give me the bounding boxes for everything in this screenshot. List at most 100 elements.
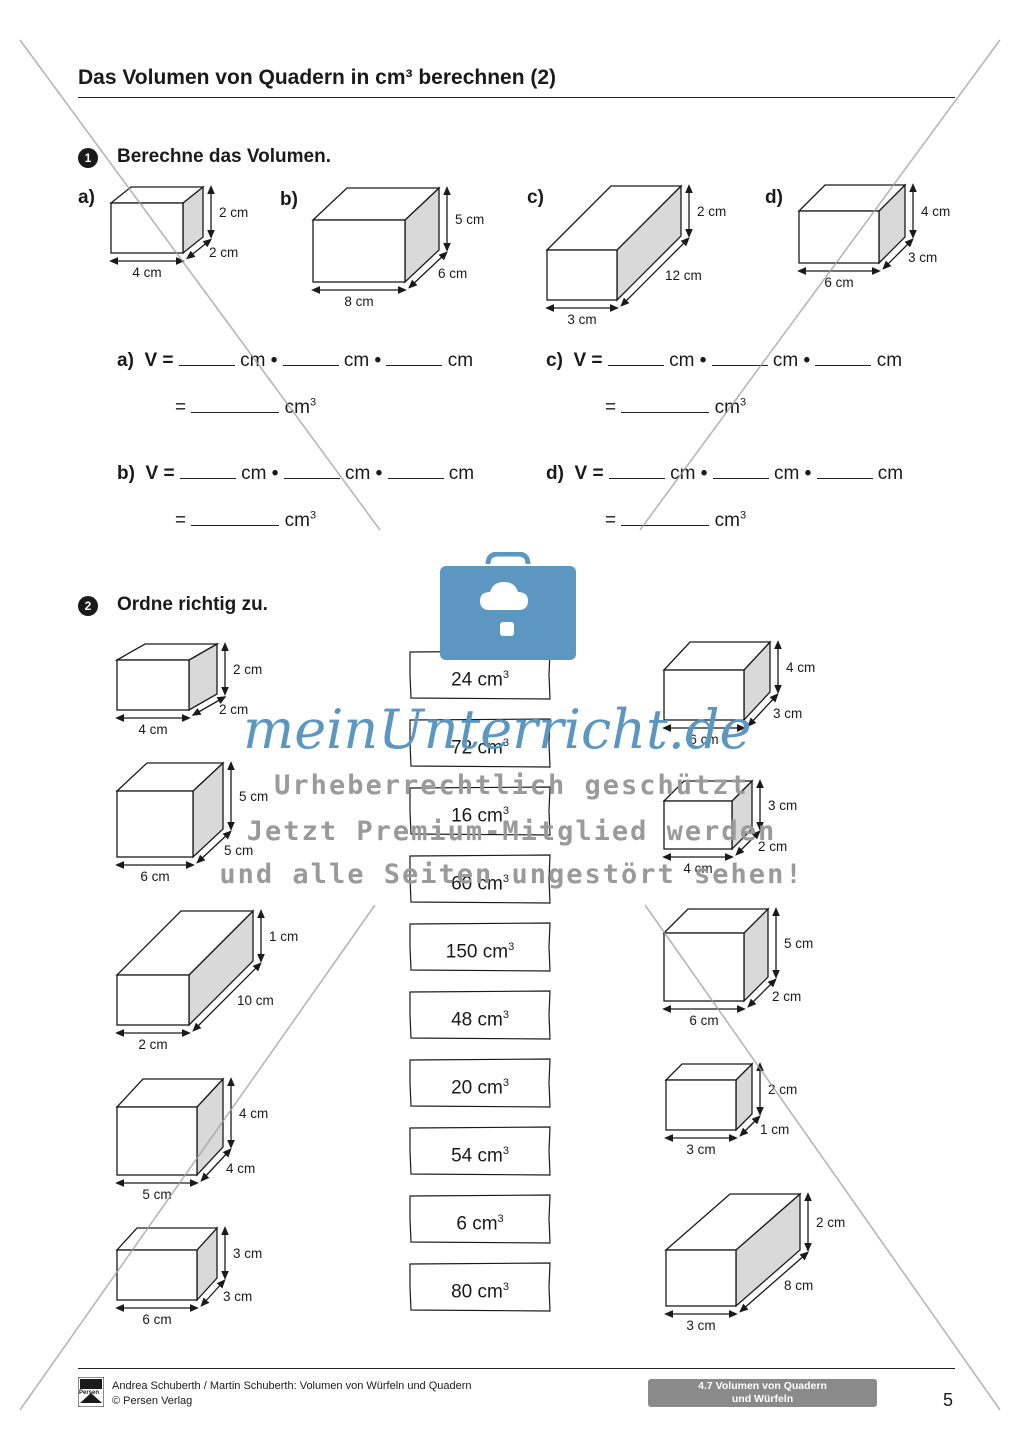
right-cuboid-4: 2 cm1 cm3 cm	[664, 1062, 797, 1157]
cube-exponent: 3	[502, 873, 509, 885]
width-label: 6 cm	[140, 869, 169, 884]
eq-unit: cm	[714, 510, 740, 531]
result-blank[interactable]	[191, 396, 280, 413]
eq-unit: cm	[669, 350, 695, 371]
volume-card[interactable]: 20 cm3	[409, 1058, 551, 1108]
result-a: = cm3	[175, 396, 316, 419]
volume-value: 80 cm	[451, 1281, 503, 1303]
width-label: 3 cm	[567, 312, 596, 327]
answer-blank[interactable]	[282, 349, 339, 366]
cuboid-front-face	[116, 659, 190, 711]
volume-card[interactable]: 80 cm3	[409, 1262, 551, 1312]
answer-blank[interactable]	[386, 349, 443, 366]
cuboid-front-face	[116, 974, 190, 1026]
width-label: 2 cm	[138, 1037, 167, 1052]
watermark-brand: meinUnterricht.de	[243, 698, 752, 761]
width-label: 6 cm	[689, 732, 718, 747]
section-badge-line-2: und Würfeln	[731, 1393, 794, 1405]
cube-exponent: 3	[740, 396, 747, 409]
card-torn-border	[409, 1126, 551, 1176]
answer-blank[interactable]	[712, 462, 769, 479]
result-blank[interactable]	[621, 396, 710, 413]
figure-label-b: b)	[280, 189, 298, 210]
card-torn-border	[409, 1058, 551, 1108]
cuboid-front-face	[663, 800, 733, 850]
eq-equals: =	[175, 397, 187, 418]
result-blank[interactable]	[621, 509, 710, 526]
eq-dot: •	[374, 350, 382, 371]
eq-unit: cm	[284, 397, 310, 418]
equation-c: c) V = cm • cm • cm	[546, 349, 902, 372]
figure-label-a: a)	[78, 187, 95, 208]
depth-label: 8 cm	[784, 1278, 813, 1293]
height-label: 5 cm	[455, 212, 484, 227]
width-label: 6 cm	[824, 275, 853, 290]
volume-card[interactable]: 150 cm3	[409, 922, 551, 972]
answer-blank[interactable]	[607, 349, 664, 366]
height-label: 3 cm	[768, 798, 797, 813]
height-label: 2 cm	[697, 204, 726, 219]
cuboid-front-face	[116, 1106, 198, 1176]
depth-arrow	[191, 696, 227, 716]
width-label: 6 cm	[689, 1013, 718, 1028]
eq-equals: =	[175, 510, 187, 531]
depth-label: 1 cm	[760, 1122, 789, 1137]
answer-blank[interactable]	[179, 462, 236, 479]
answer-blank[interactable]	[711, 349, 768, 366]
width-label: 3 cm	[686, 1318, 715, 1333]
depth-arrow	[408, 251, 448, 289]
answer-blank[interactable]	[178, 349, 235, 366]
cuboid-front-face	[663, 669, 745, 721]
section-badge-line-1: 4.7 Volumen von Quadern	[698, 1380, 827, 1392]
volume-card-label: 48 cm3	[409, 990, 551, 1040]
volume-value: 150 cm	[445, 941, 509, 963]
cuboid-front-face	[798, 210, 880, 264]
eq-equals: =	[605, 397, 617, 418]
volume-card[interactable]: 72 cm3	[409, 718, 551, 768]
result-blank[interactable]	[191, 509, 280, 526]
volume-card-label: 80 cm3	[409, 1262, 551, 1312]
card-torn-border	[409, 1194, 551, 1244]
volume-value: 48 cm	[451, 1009, 503, 1031]
volume-card[interactable]: 54 cm3	[409, 1126, 551, 1176]
depth-arrow	[185, 238, 213, 260]
cube-exponent: 3	[502, 805, 509, 817]
cuboid-front-face	[665, 1249, 737, 1307]
volume-value: 16 cm	[451, 805, 503, 827]
answer-blank[interactable]	[816, 462, 873, 479]
depth-arrow	[200, 1148, 232, 1182]
page-title: Das Volumen von Quadern in cm³ berechnen…	[78, 66, 557, 89]
volume-card[interactable]: 16 cm3	[409, 786, 551, 836]
width-label: 3 cm	[686, 1142, 715, 1157]
answer-blank[interactable]	[283, 462, 340, 479]
depth-label: 5 cm	[224, 843, 253, 858]
depth-label: 12 cm	[665, 268, 702, 283]
answer-blank[interactable]	[815, 349, 872, 366]
width-label: 4 cm	[683, 861, 712, 876]
volume-card-label: 16 cm3	[409, 786, 551, 836]
width-label: 5 cm	[142, 1187, 171, 1202]
cube-exponent: 3	[310, 509, 317, 522]
volume-card[interactable]: 6 cm3	[409, 1194, 551, 1244]
volume-card[interactable]: 60 cm3	[409, 854, 551, 904]
answer-blank[interactable]	[608, 462, 665, 479]
height-label: 1 cm	[269, 929, 298, 944]
depth-label: 10 cm	[237, 993, 274, 1008]
volume-card[interactable]: 48 cm3	[409, 990, 551, 1040]
cuboid-front-face	[116, 790, 194, 858]
right-cuboid-1: 4 cm3 cm6 cm	[662, 640, 815, 747]
publisher-logo-text: Persen	[79, 1390, 100, 1396]
card-torn-border	[409, 922, 551, 972]
watermark-line-3: und alle Seiten ungestört sehen!	[219, 859, 804, 890]
height-label: 5 cm	[239, 789, 268, 804]
cube-exponent: 3	[310, 396, 317, 409]
left-cuboid-3: 1 cm 10 cm 2 cm	[115, 909, 298, 1052]
cube-exponent: 3	[497, 1213, 504, 1225]
right-cuboid-2: 3 cm2 cm4 cm	[662, 779, 797, 876]
eq-label: d)	[546, 463, 564, 484]
eq-label: b)	[117, 463, 135, 484]
card-torn-border	[409, 786, 551, 836]
eq-dot: •	[700, 463, 708, 484]
answer-blank[interactable]	[387, 462, 444, 479]
